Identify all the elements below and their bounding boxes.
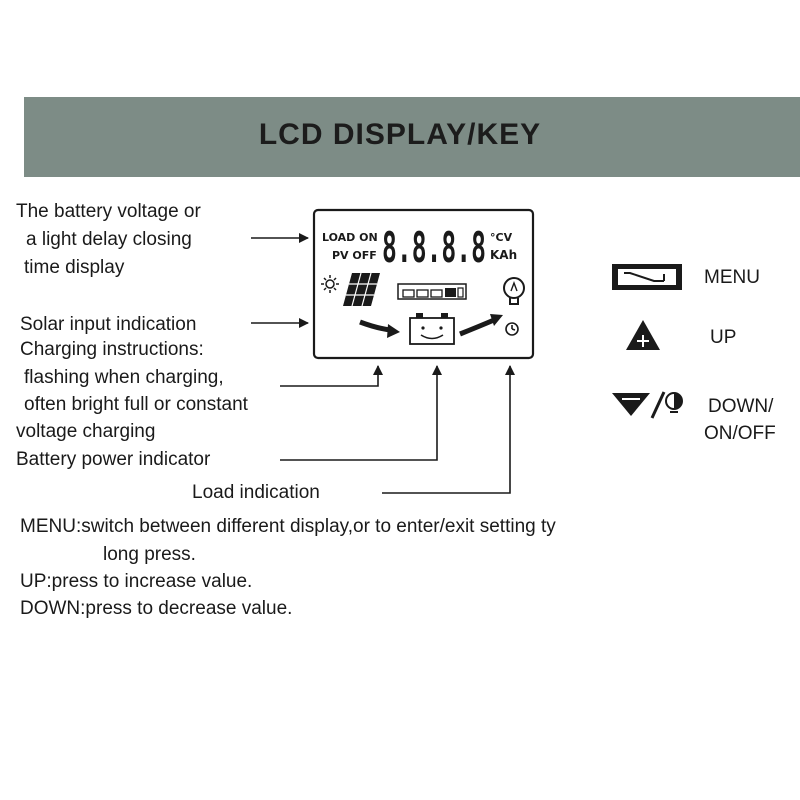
charge-arrow-icon	[359, 319, 400, 338]
charging-callout-line-1: Charging instructions:	[20, 339, 204, 360]
charging-callout-line-4: voltage charging	[16, 421, 156, 442]
lcd-digit-display: 8.8.8.8	[382, 223, 486, 272]
battery-callout: Battery power indicator	[16, 449, 211, 470]
lcd-load-on-label: LOAD ON	[322, 231, 378, 244]
solar-panel-icon	[343, 272, 380, 307]
battery-leader-arrow	[280, 365, 442, 461]
instruction-menu: MENU:switch between different display,or…	[20, 516, 556, 537]
bulb-icon	[503, 277, 525, 305]
page-title: LCD DISPLAY/KEY	[258, 118, 542, 151]
menu-key-label: MENU	[704, 267, 760, 288]
load-leader-arrow	[382, 365, 515, 494]
voltage-callout-line-3: time display	[24, 257, 125, 278]
lcd-unit-kah: KAh	[490, 248, 517, 262]
charging-callout-line-3: often bright full or constant	[24, 394, 248, 415]
charging-leader-arrow	[280, 365, 383, 387]
lcd-unit-cv: °CV	[490, 231, 513, 244]
discharge-arrow-icon	[459, 314, 503, 337]
battery-status-icon	[409, 313, 455, 345]
clock-icon	[505, 322, 519, 336]
solar-callout: Solar input indication	[20, 314, 197, 335]
header-banner	[24, 97, 800, 177]
charging-callout-line-2: flashing when charging,	[24, 367, 224, 388]
sun-icon	[321, 275, 339, 293]
lcd-pv-off-label: PV OFF	[332, 249, 377, 262]
instruction-down: DOWN:press to decrease value.	[20, 598, 293, 619]
down-key-label: DOWN/	[708, 396, 774, 417]
onoff-key-label: ON/OFF	[704, 423, 776, 444]
instruction-up: UP:press to increase value.	[20, 571, 253, 592]
instruction-menu-continued: long press.	[103, 544, 196, 565]
up-key-icon[interactable]	[626, 320, 660, 350]
up-key-label: UP	[710, 327, 737, 348]
menu-key-icon[interactable]	[612, 264, 682, 290]
battery-level-bars-icon	[397, 283, 467, 300]
load-callout: Load indication	[192, 482, 320, 503]
voltage-callout-line-2: a light delay closing	[26, 229, 192, 250]
voltage-callout-line-1: The battery voltage or	[16, 201, 201, 222]
down-onoff-key-icon[interactable]	[612, 391, 683, 419]
